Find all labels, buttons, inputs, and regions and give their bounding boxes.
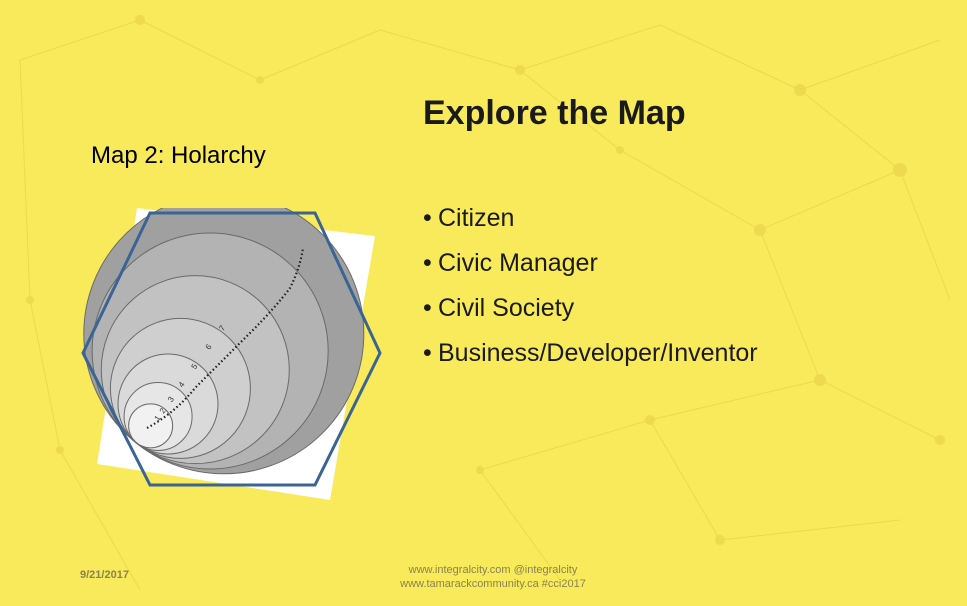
bullet-item: •Civic Manager: [423, 241, 758, 286]
bullet-point: •: [423, 294, 432, 322]
bullet-text: Civil Society: [438, 294, 575, 322]
holarchy-level-label: 5: [190, 362, 200, 371]
bullet-point: •: [423, 249, 432, 277]
bullet-point: •: [423, 339, 432, 367]
holarchy-level-label: 1: [152, 413, 162, 422]
slide-title: Explore the Map: [423, 94, 686, 132]
hexagon-frame: [81, 211, 382, 487]
holarchy-level-label: 7: [217, 323, 227, 332]
bullet-text: Civic Manager: [438, 249, 598, 277]
bullet-point: •: [423, 204, 432, 232]
footer-links: www.integralcity.com @integralcity www.t…: [383, 563, 603, 591]
footer-link-line: www.tamarackcommunity.ca #cci2017: [400, 578, 586, 590]
holarchy-level-label: 6: [204, 342, 214, 351]
holarchy-numbers: 12 345 6 7: [152, 323, 227, 422]
holarchy-diagram: 12 345 6 7: [81, 208, 382, 500]
bullet-text: Citizen: [438, 204, 515, 232]
bullet-text: Business/Developer/Inventor: [438, 339, 758, 367]
holarchy-levels: [83, 208, 365, 475]
bullet-item: •Citizen: [423, 196, 758, 241]
holarchy-level-label: 4: [177, 380, 187, 389]
bullet-item: •Business/Developer/Inventor: [423, 331, 758, 376]
footer-date: 9/21/2017: [80, 569, 129, 581]
holarchy-level-label: 2: [158, 406, 168, 415]
map-label: Map 2: Holarchy: [91, 142, 266, 169]
holarchy-level-label: 3: [166, 394, 176, 403]
holarchy-dotted-path: [146, 247, 305, 429]
bullet-list: •Citizen •Civic Manager •Civil Society •…: [423, 196, 758, 376]
bullet-item: •Civil Society: [423, 286, 758, 331]
footer-link-line: www.integralcity.com @integralcity: [408, 564, 578, 576]
